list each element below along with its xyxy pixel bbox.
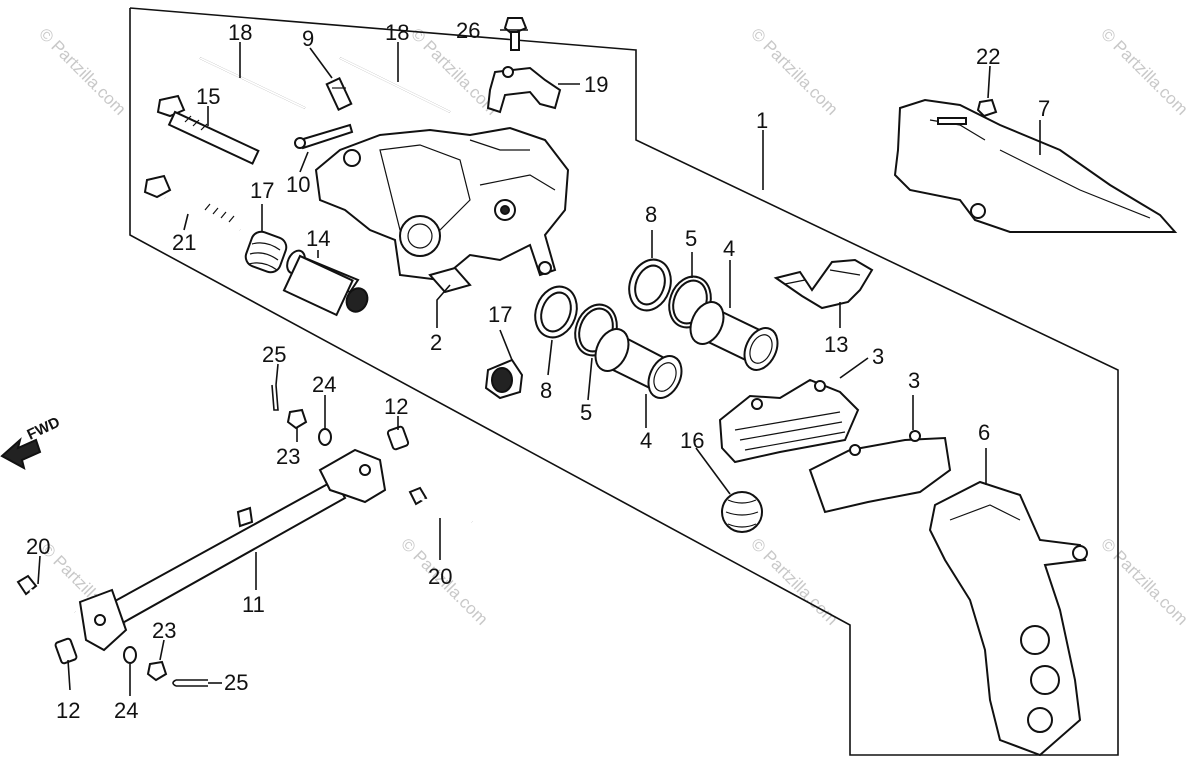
caliper-bracket-6 <box>928 480 1088 757</box>
bolt-26 <box>503 17 528 51</box>
caliper-body-2 <box>314 126 570 294</box>
part-label-7: 7 <box>1038 96 1050 121</box>
part-label-5: 5 <box>580 400 592 425</box>
bolt-20b <box>16 574 76 614</box>
part-number-labels: 18 9 18 26 19 15 10 17 21 14 2 17 8 5 8 … <box>26 18 1050 723</box>
bleeder-cap-10 <box>294 123 354 150</box>
part-label-14: 14 <box>306 226 330 251</box>
part-label-21: 21 <box>172 230 196 255</box>
piston-4a <box>594 328 683 399</box>
part-label-15: 15 <box>196 84 220 109</box>
part-label-19: 19 <box>584 72 608 97</box>
seal-8b <box>628 258 672 312</box>
part-label-5: 5 <box>685 226 697 251</box>
nut-22 <box>976 98 998 118</box>
caliper-cover-7 <box>893 98 1178 233</box>
part-label-11: 11 <box>242 592 265 617</box>
cotter-pin-25b <box>172 679 208 687</box>
washer-24b <box>123 646 137 664</box>
piston-4b <box>689 301 779 371</box>
part-label-4: 4 <box>640 428 652 453</box>
part-label-18: 18 <box>228 20 252 45</box>
part-label-17: 17 <box>488 302 512 327</box>
boot-17a <box>244 230 288 274</box>
pad-spring-13 <box>773 258 874 310</box>
part-label-23: 23 <box>276 444 300 469</box>
seal-8a <box>534 285 578 339</box>
part-label-25: 25 <box>224 670 248 695</box>
bolt-15 <box>156 94 260 165</box>
part-label-3: 3 <box>872 344 884 369</box>
part-label-26: 26 <box>456 18 480 43</box>
part-label-24: 24 <box>114 698 138 723</box>
boot-17b <box>484 358 524 400</box>
part-label-10: 10 <box>286 172 310 197</box>
part-label-23: 23 <box>152 618 176 643</box>
stopper-arm-11 <box>78 448 387 652</box>
watermark-corner: © Partzilla.com <box>35 24 129 118</box>
part-label-2: 2 <box>430 330 442 355</box>
watermark: © Partzilla.com <box>747 24 841 118</box>
part-label-4: 4 <box>723 236 735 261</box>
part-label-20: 20 <box>26 534 50 559</box>
caliper-pin-18b <box>339 57 451 113</box>
bracket-19 <box>486 66 562 114</box>
part-label-8: 8 <box>540 378 552 403</box>
part-label-25: 25 <box>262 342 286 367</box>
bleeder-valve-9 <box>325 77 353 111</box>
boot-16 <box>721 491 763 533</box>
leader-lines <box>37 29 1041 696</box>
part-label-6: 6 <box>978 420 990 445</box>
part-label-12: 12 <box>56 698 80 723</box>
part-label-24: 24 <box>312 372 336 397</box>
forward-direction-label: FWD <box>25 414 63 444</box>
bolt-20a <box>408 486 473 524</box>
collar-12b <box>54 637 78 665</box>
sleeve-14 <box>282 249 369 317</box>
caliper-pin-18a <box>199 57 306 109</box>
nut-23b <box>146 660 168 682</box>
washer-24a <box>318 428 332 446</box>
part-label-13: 13 <box>824 332 848 357</box>
collar-12a <box>386 425 410 451</box>
bolt-21 <box>143 174 241 233</box>
watermark: © Partzilla.com <box>1097 534 1191 628</box>
brake-pad-3a <box>718 378 860 464</box>
watermark: © Partzilla.com <box>747 534 841 628</box>
part-label-18: 18 <box>385 20 409 45</box>
part-label-3: 3 <box>908 368 920 393</box>
part-label-9: 9 <box>302 26 314 51</box>
watermark: © Partzilla.com <box>1097 24 1191 118</box>
part-label-20: 20 <box>428 564 452 589</box>
part-label-8: 8 <box>645 202 657 227</box>
nut-23a <box>286 408 308 430</box>
part-label-1: 1 <box>756 108 768 133</box>
forward-direction-arrow: FWD <box>0 414 63 470</box>
part-label-17: 17 <box>250 178 274 203</box>
cotter-pin-25a <box>271 384 279 411</box>
part-label-12: 12 <box>384 394 408 419</box>
assembly-boundary <box>129 7 1119 756</box>
part-label-16: 16 <box>680 428 704 453</box>
part-label-22: 22 <box>976 44 1000 69</box>
brake-pad-3b <box>808 430 952 514</box>
